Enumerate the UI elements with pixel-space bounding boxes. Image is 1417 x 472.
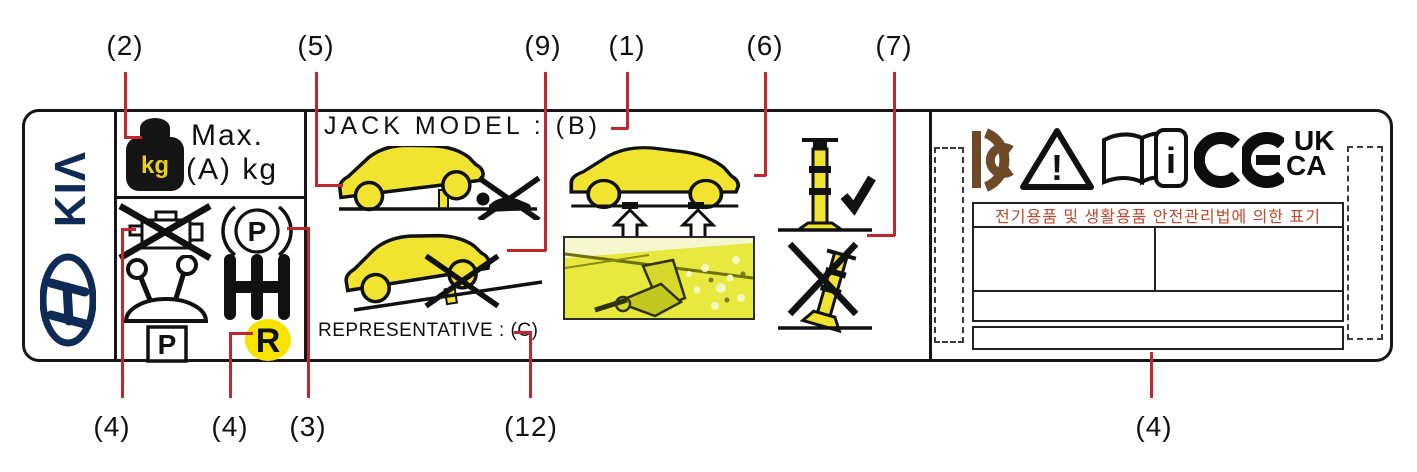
callout-line [124, 136, 142, 139]
info-i: i [1166, 140, 1176, 181]
warning-exclamation: ! [1051, 147, 1063, 188]
callout-12: (12) [504, 411, 558, 442]
max-load-line2: (A) kg [186, 153, 279, 186]
callout-1: (1) [608, 30, 646, 61]
kia-logo: KIΛ [44, 128, 95, 250]
callout-line [121, 228, 124, 398]
callout-4c: (4) [1135, 411, 1173, 442]
ukca-mark: UK CA [1286, 125, 1350, 181]
divider [304, 110, 307, 361]
dashed-margin-right [1347, 146, 1383, 340]
kc-mark-icon [970, 126, 1020, 199]
divider [114, 196, 306, 199]
callout-line [1150, 352, 1153, 398]
ce-mark-icon [1192, 132, 1241, 193]
max-load-line1: Max. [191, 119, 265, 152]
table-row [974, 228, 1342, 292]
callout-line [229, 332, 232, 398]
korean-notice-text: 전기용품 및 생활용품 안전관리법에 의한 표기 [974, 204, 1342, 228]
jack-tilted-no-icon [772, 238, 884, 339]
jack-upright-ok-icon [772, 132, 884, 241]
callout-line [611, 127, 628, 130]
callout-line [893, 72, 896, 236]
callout-line [315, 184, 343, 187]
reverse-letter: R [256, 322, 281, 360]
callout-4a: (4) [93, 411, 131, 442]
representative-text: REPRESENTATIVE : (C) [318, 320, 539, 341]
kia-wordmark: KIΛ [46, 151, 92, 227]
divider [929, 110, 932, 361]
callout-line [507, 249, 546, 252]
car-slope-no-jack-icon [330, 222, 565, 335]
callout-line [514, 331, 531, 334]
shift-park-icon: P [118, 254, 216, 370]
callout-5: (5) [297, 30, 335, 61]
weight-kg-text: kg [141, 152, 169, 179]
callout-2: (2) [106, 30, 144, 61]
jack-position-photo [563, 236, 755, 320]
hyundai-h-glyph [46, 278, 90, 329]
callout-line [867, 234, 895, 237]
ukca-ca: CA [1286, 150, 1327, 181]
callout-line [529, 331, 532, 398]
callout-6: (6) [746, 30, 784, 61]
callout-7: (7) [875, 30, 913, 61]
callout-line [315, 72, 318, 186]
callout-line [764, 72, 767, 176]
shift-reverse-icon: R [210, 248, 308, 371]
callout-line [544, 72, 547, 251]
dashed-margin-left [934, 147, 964, 343]
divider [114, 110, 117, 361]
warning-triangle-icon: ! [1020, 126, 1094, 197]
park-letter: P [158, 329, 177, 360]
certification-table: 전기용품 및 생활용품 안전관리법에 의한 표기 [972, 202, 1344, 322]
weight-icon: kg [124, 116, 186, 199]
car-jack-points-icon [558, 138, 770, 247]
callout-line [754, 174, 766, 177]
callout-line [124, 72, 127, 138]
divider [1154, 228, 1156, 290]
callout-line [229, 332, 253, 335]
callout-9: (9) [524, 30, 562, 61]
manual-book-icon: i [1096, 124, 1192, 199]
callout-3: (3) [289, 411, 327, 442]
parking-brake-letter: P [248, 216, 267, 247]
callout-line [307, 227, 310, 398]
parking-brake-icon: P [220, 203, 294, 264]
e-mark-icon [1238, 132, 1287, 193]
jack-model-text: JACK MODEL : (B) [324, 112, 601, 140]
ukca-uk: UK [1294, 125, 1335, 156]
car-jack-no-person-under-icon [333, 143, 548, 225]
callout-line [287, 227, 310, 230]
certification-table-row [972, 326, 1344, 350]
callout-line [121, 228, 136, 231]
callout-4b: (4) [211, 411, 249, 442]
callout-line [626, 72, 629, 129]
cross-out-icon [787, 241, 859, 317]
hyundai-logo [39, 252, 97, 348]
checkmark-icon [840, 175, 876, 216]
no-engine-start-icon [116, 202, 214, 267]
